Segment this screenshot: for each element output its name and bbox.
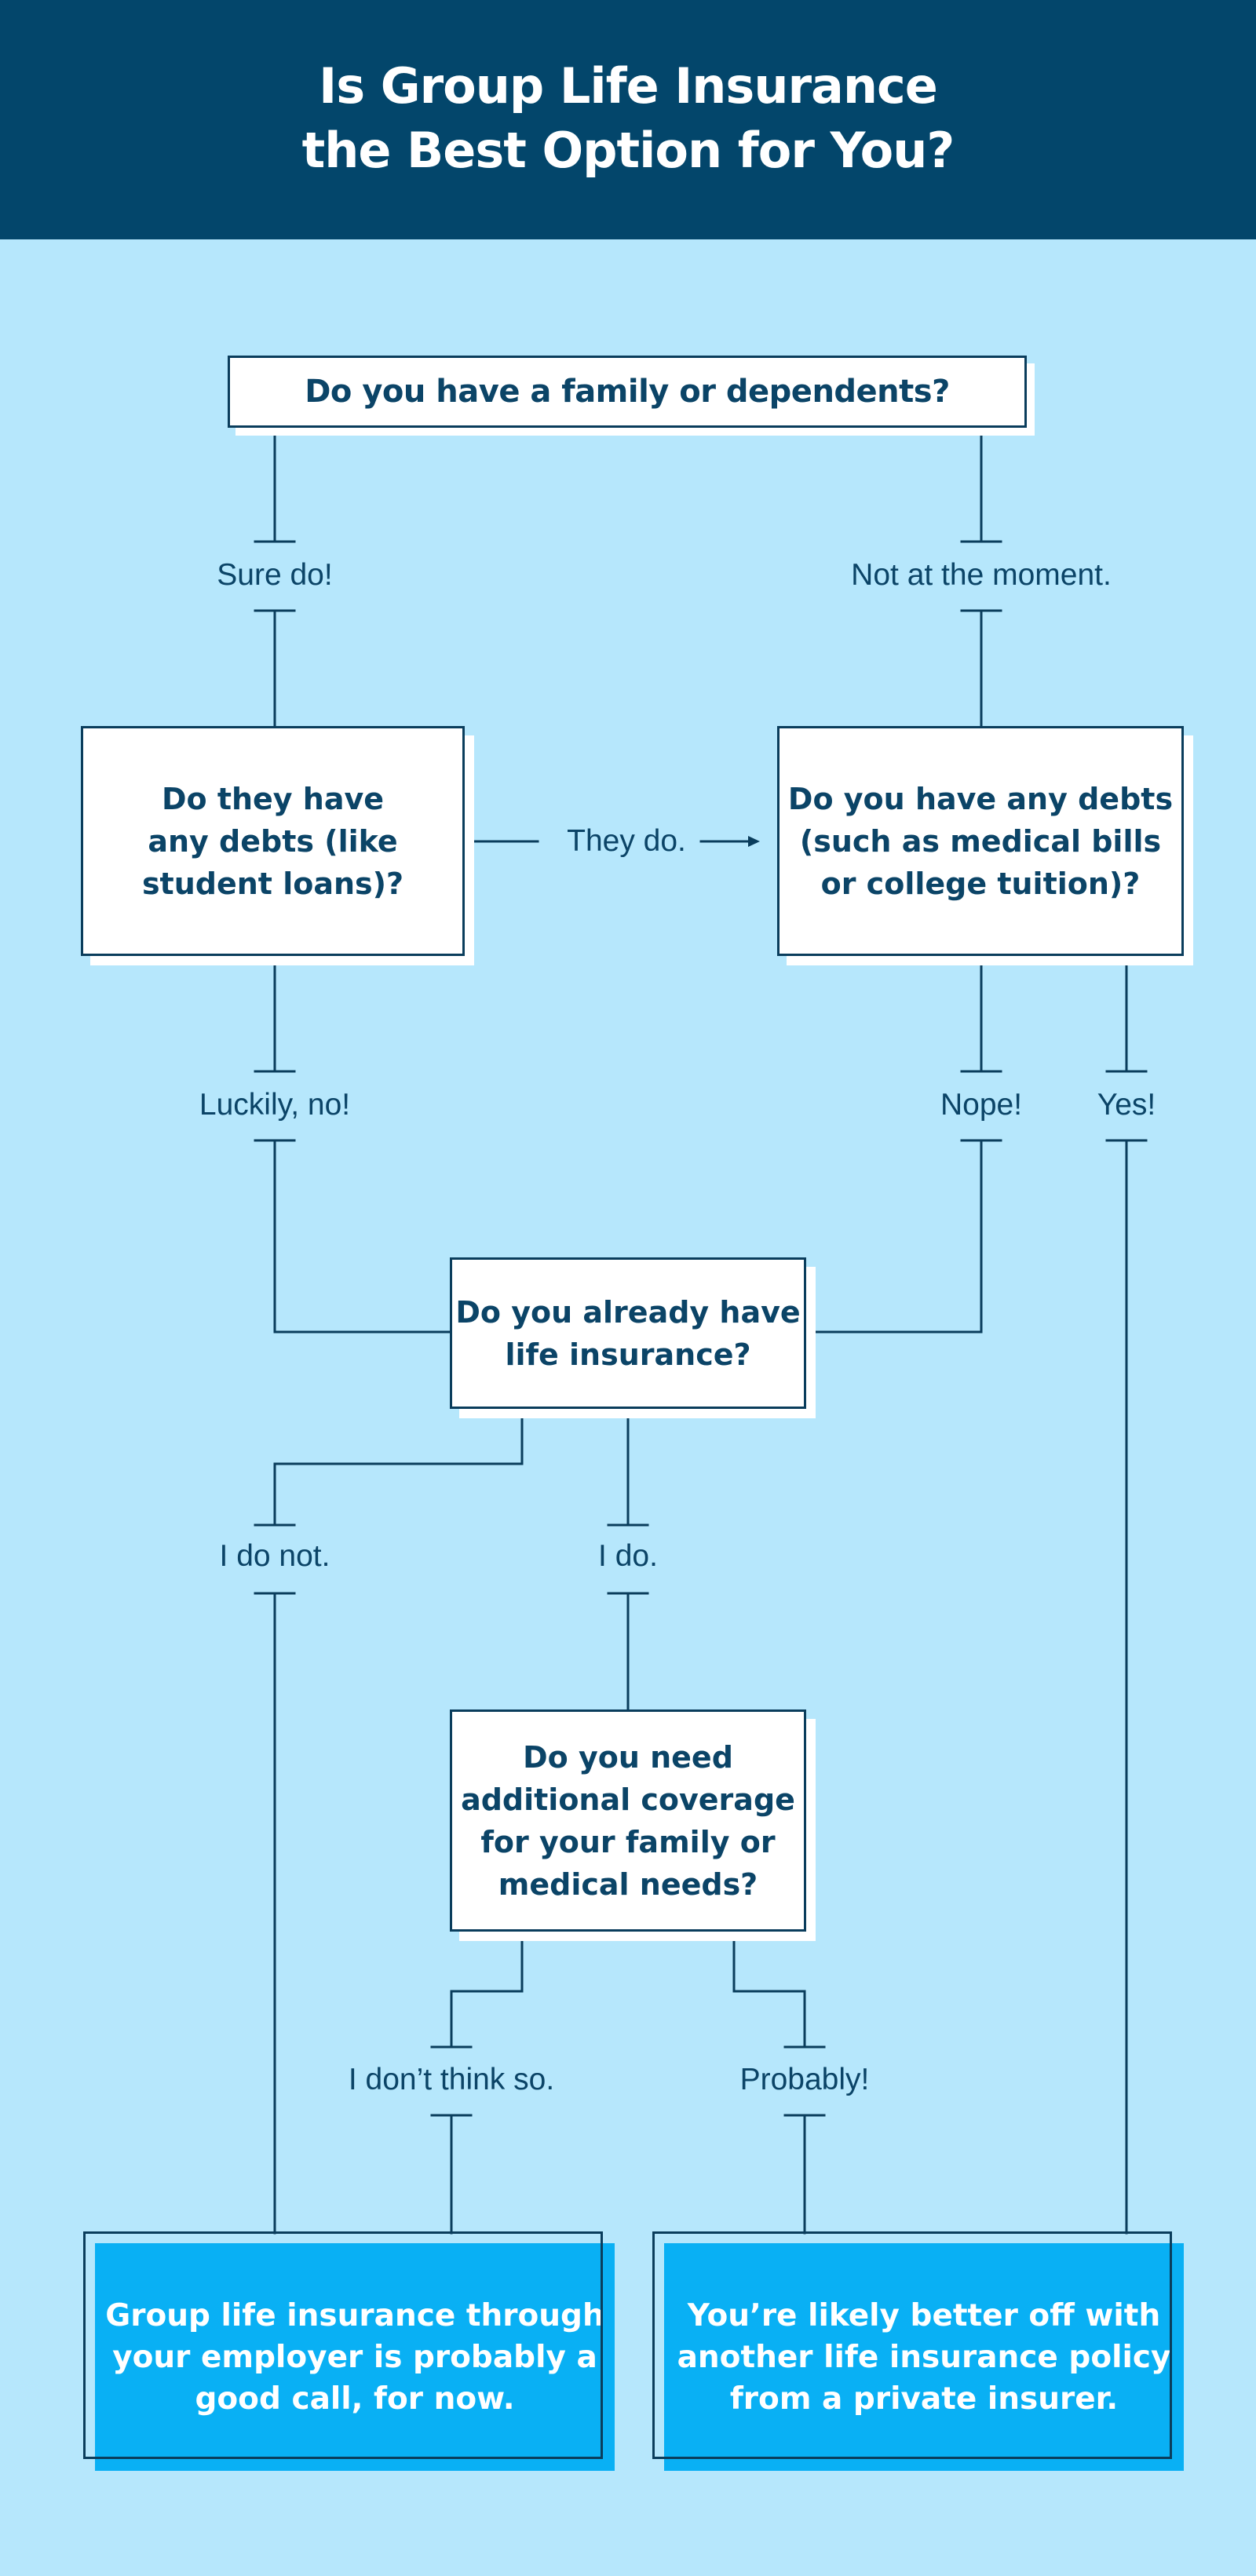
answer-they-do: They do. [567, 824, 686, 858]
result-group-insurance-frame [83, 2231, 603, 2459]
answer-i-do: I do. [598, 1539, 658, 1573]
question-dependents-debts: Do they have any debts (like student loa… [81, 726, 465, 956]
result-private-insurer-text: You’re likely better off with another li… [677, 2297, 1171, 2417]
arrowhead-icon [748, 836, 760, 847]
result-group-insurance-text: Group life insurance through your employ… [105, 2297, 604, 2417]
answer-yes: Yes! [1097, 1088, 1156, 1122]
result-group-insurance: Group life insurance through your employ… [95, 2243, 615, 2471]
question-additional-coverage-text: Do you need additional coverage for your… [461, 1739, 795, 1902]
header-banner: Is Group Life Insurance the Best Option … [0, 0, 1256, 239]
answer-dont-think-so: I don’t think so. [348, 2063, 555, 2096]
question-already-have-text: Do you already have life insurance? [455, 1294, 801, 1372]
result-private-insurer-frame [652, 2231, 1172, 2459]
answer-sure-do: Sure do! [217, 558, 333, 592]
question-your-debts-text: Do you have any debts (such as medical b… [787, 781, 1174, 901]
answer-luckily-no: Luckily, no! [199, 1088, 351, 1122]
answer-probably: Probably! [739, 2063, 870, 2096]
question-your-debts: Do you have any debts (such as medical b… [777, 726, 1184, 956]
answer-i-do-not: I do not. [219, 1539, 330, 1573]
question-already-have: Do you already have life insurance? [450, 1257, 806, 1409]
answer-not-at-moment: Not at the moment. [851, 558, 1112, 592]
title-line-2: the Best Option for You? [301, 122, 955, 179]
answer-nope: Nope! [940, 1088, 1023, 1122]
question-dependents-debts-text: Do they have any debts (like student loa… [141, 781, 404, 901]
question-family: Do you have a family or dependents? [228, 356, 1027, 428]
title-line-1: Is Group Life Insurance [319, 57, 938, 115]
result-private-insurer: You’re likely better off with another li… [664, 2243, 1184, 2471]
question-additional-coverage: Do you need additional coverage for your… [450, 1709, 806, 1932]
question-family-text: Do you have a family or dependents? [305, 374, 950, 410]
